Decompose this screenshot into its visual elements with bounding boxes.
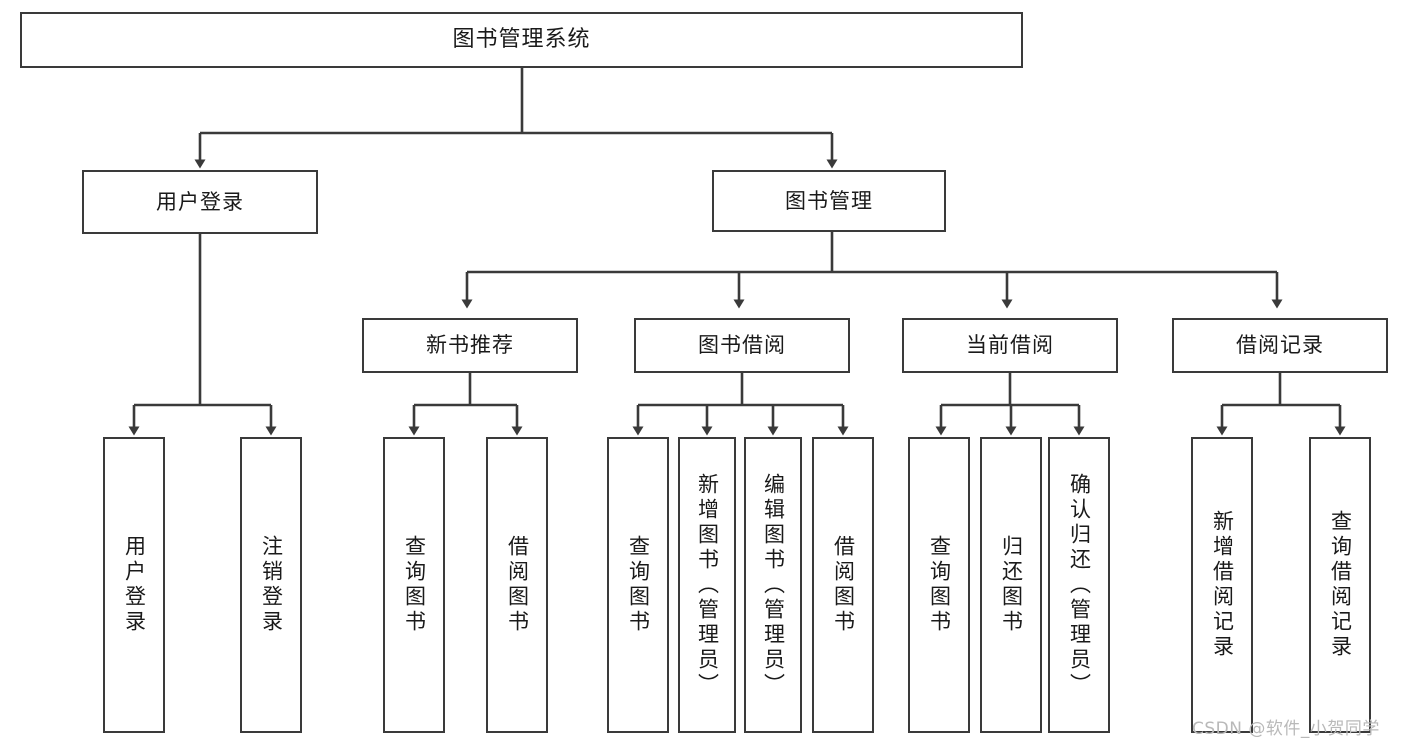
node-book-borrow-label: 图书借阅 <box>698 333 786 358</box>
leaf-query-borrow-record-label: 查询借阅记录 <box>1328 510 1353 660</box>
node-book-borrow[interactable]: 图书借阅 <box>634 318 850 373</box>
leaf-query-book-current-label: 查询图书 <box>927 535 952 635</box>
leaf-query-book-borrow-label: 查询图书 <box>626 535 651 635</box>
node-book-manage[interactable]: 图书管理 <box>712 170 946 232</box>
node-user-login[interactable]: 用户登录 <box>82 170 318 234</box>
leaf-edit-book-label: 编辑图书（管理员） <box>761 472 786 698</box>
node-borrow-record[interactable]: 借阅记录 <box>1172 318 1388 373</box>
leaf-borrow-book-recommend-label: 借阅图书 <box>505 535 530 635</box>
leaf-edit-book[interactable]: 编辑图书（管理员） <box>744 437 802 733</box>
leaf-logout-login[interactable]: 注销登录 <box>240 437 302 733</box>
node-new-book-recommend[interactable]: 新书推荐 <box>362 318 578 373</box>
leaf-confirm-return-label: 确认归还（管理员） <box>1067 472 1092 698</box>
leaf-user-login-label: 用户登录 <box>122 535 147 635</box>
leaf-return-book[interactable]: 归还图书 <box>980 437 1042 733</box>
node-current-borrow[interactable]: 当前借阅 <box>902 318 1118 373</box>
leaf-add-book[interactable]: 新增图书（管理员） <box>678 437 736 733</box>
node-new-book-recommend-label: 新书推荐 <box>426 333 514 358</box>
leaf-add-book-label: 新增图书（管理员） <box>695 472 720 698</box>
node-root-system[interactable]: 图书管理系统 <box>20 12 1023 68</box>
leaf-add-borrow-record[interactable]: 新增借阅记录 <box>1191 437 1253 733</box>
node-book-manage-label: 图书管理 <box>785 188 873 213</box>
leaf-confirm-return[interactable]: 确认归还（管理员） <box>1048 437 1110 733</box>
leaf-logout-login-label: 注销登录 <box>259 535 284 635</box>
leaf-query-book-recommend[interactable]: 查询图书 <box>383 437 445 733</box>
watermark-text: CSDN @软件_小贺同学 <box>1192 719 1380 739</box>
leaf-return-book-label: 归还图书 <box>999 535 1024 635</box>
leaf-query-book-borrow[interactable]: 查询图书 <box>607 437 669 733</box>
node-current-borrow-label: 当前借阅 <box>966 333 1054 358</box>
leaf-add-borrow-record-label: 新增借阅记录 <box>1210 510 1235 660</box>
leaf-query-book-current[interactable]: 查询图书 <box>908 437 970 733</box>
leaf-borrow-book-borrow[interactable]: 借阅图书 <box>812 437 874 733</box>
node-user-login-label: 用户登录 <box>156 189 244 214</box>
node-borrow-record-label: 借阅记录 <box>1236 333 1324 358</box>
node-root-system-label: 图书管理系统 <box>452 26 591 52</box>
leaf-user-login[interactable]: 用户登录 <box>103 437 165 733</box>
leaf-query-book-recommend-label: 查询图书 <box>402 535 427 635</box>
leaf-borrow-book-borrow-label: 借阅图书 <box>831 535 856 635</box>
leaf-query-borrow-record[interactable]: 查询借阅记录 <box>1309 437 1371 733</box>
leaf-borrow-book-recommend[interactable]: 借阅图书 <box>486 437 548 733</box>
